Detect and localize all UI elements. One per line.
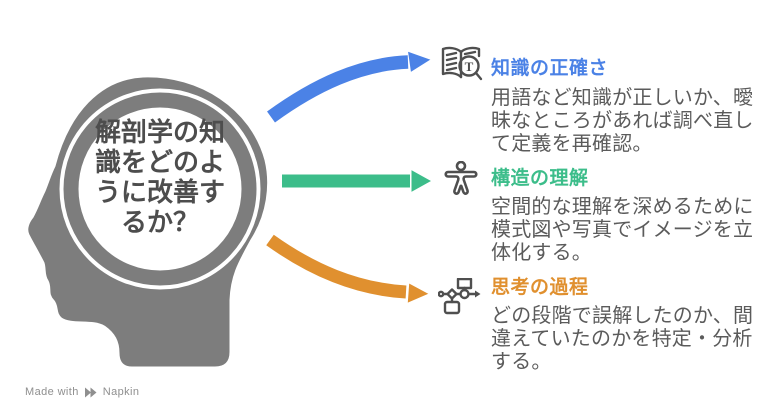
arrow-orange-icon xyxy=(262,229,437,309)
question-text: 解剖学の知識をどのように改善するか？ xyxy=(94,117,225,237)
person-icon xyxy=(444,161,478,195)
section-title-thinking-process: 思考の過程 xyxy=(491,277,589,298)
head-silhouette-icon xyxy=(25,74,271,370)
flowchart-icon xyxy=(438,278,481,315)
section-title-structure-understanding: 構造の理解 xyxy=(491,168,589,189)
section-body-knowledge-accuracy: 用語など知識が正しいか、曖昧なところがあれば調べ直して定義を再確認。 xyxy=(491,87,754,155)
brain-circle-ring xyxy=(63,92,257,286)
napkin-brand-label: Napkin xyxy=(102,386,140,398)
arrow-blue-icon xyxy=(263,45,439,128)
napkin-logo-icon xyxy=(84,387,97,397)
section-title-knowledge-accuracy: 知識の正確さ xyxy=(491,58,609,79)
arrow-green-icon xyxy=(279,163,439,199)
book-search-icon: T xyxy=(441,46,483,81)
section-body-structure-understanding: 空間的な理解を深めるために模式図や写真でイメージを立体化する。 xyxy=(491,196,754,264)
glossary-letter: T xyxy=(465,59,474,74)
section-body-thinking-process: どの段階で誤解したのか、間違えていたのかを特定・分析する。 xyxy=(491,305,754,373)
made-with-label: Made with xyxy=(25,386,79,398)
made-with-napkin-watermark: Made with Napkin xyxy=(25,386,139,398)
